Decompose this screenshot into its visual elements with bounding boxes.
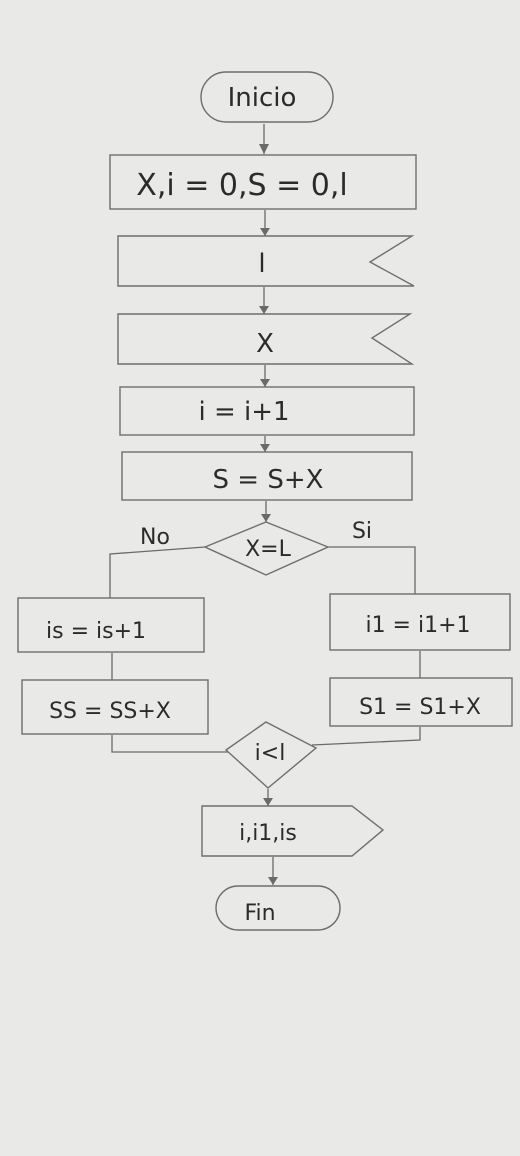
start-terminal: Inicio [200, 71, 334, 123]
branch-no-line [109, 546, 206, 598]
connector [260, 365, 270, 387]
input-x-label: X [256, 329, 274, 359]
merge-left-line [111, 735, 228, 753]
right-sum-label: S1 = S1+X [359, 695, 481, 720]
right-increment-label: i1 = i1+1 [365, 613, 470, 638]
end-label: Fin [244, 901, 275, 926]
connector [261, 501, 271, 522]
decision-x-label: X=L [245, 537, 292, 562]
connector [260, 210, 270, 236]
decision-i-label: i<l [255, 741, 286, 766]
connector [263, 789, 273, 806]
branch-si-label: Si [352, 519, 372, 544]
end-terminal: Fin [215, 885, 341, 931]
start-label: Inicio [228, 83, 297, 113]
connector [260, 436, 270, 452]
input-l-box: l [117, 235, 415, 287]
sum-s-box: S = S+X [121, 451, 413, 501]
connector [268, 857, 278, 885]
output-box: i,i1,is [201, 805, 385, 857]
connector [259, 124, 269, 154]
init-label: X,i = 0,S = 0,l [136, 168, 347, 203]
branch-si-line [328, 546, 416, 594]
branch-no-label: No [140, 525, 170, 550]
sum-s-label: S = S+X [213, 465, 324, 495]
input-x-box: X [117, 313, 415, 365]
increment-i-label: i = i+1 [198, 397, 289, 427]
decision-i-less-l: i<l [224, 721, 318, 789]
merge-right-line [311, 727, 421, 746]
init-box: X,i = 0,S = 0,l [109, 154, 417, 210]
connector [259, 287, 269, 314]
left-increment-box: is = is+1 [17, 597, 205, 653]
right-sum-box: S1 = S1+X [329, 677, 513, 727]
increment-i-box: i = i+1 [119, 386, 415, 436]
left-increment-label: is = is+1 [46, 619, 146, 644]
output-label: i,i1,is [239, 821, 297, 846]
right-increment-box: i1 = i1+1 [329, 593, 511, 651]
left-sum-label: SS = SS+X [49, 699, 171, 724]
left-sum-box: SS = SS+X [21, 679, 209, 735]
input-l-label: l [258, 249, 265, 279]
decision-x-equals-l: X=L [203, 521, 330, 576]
